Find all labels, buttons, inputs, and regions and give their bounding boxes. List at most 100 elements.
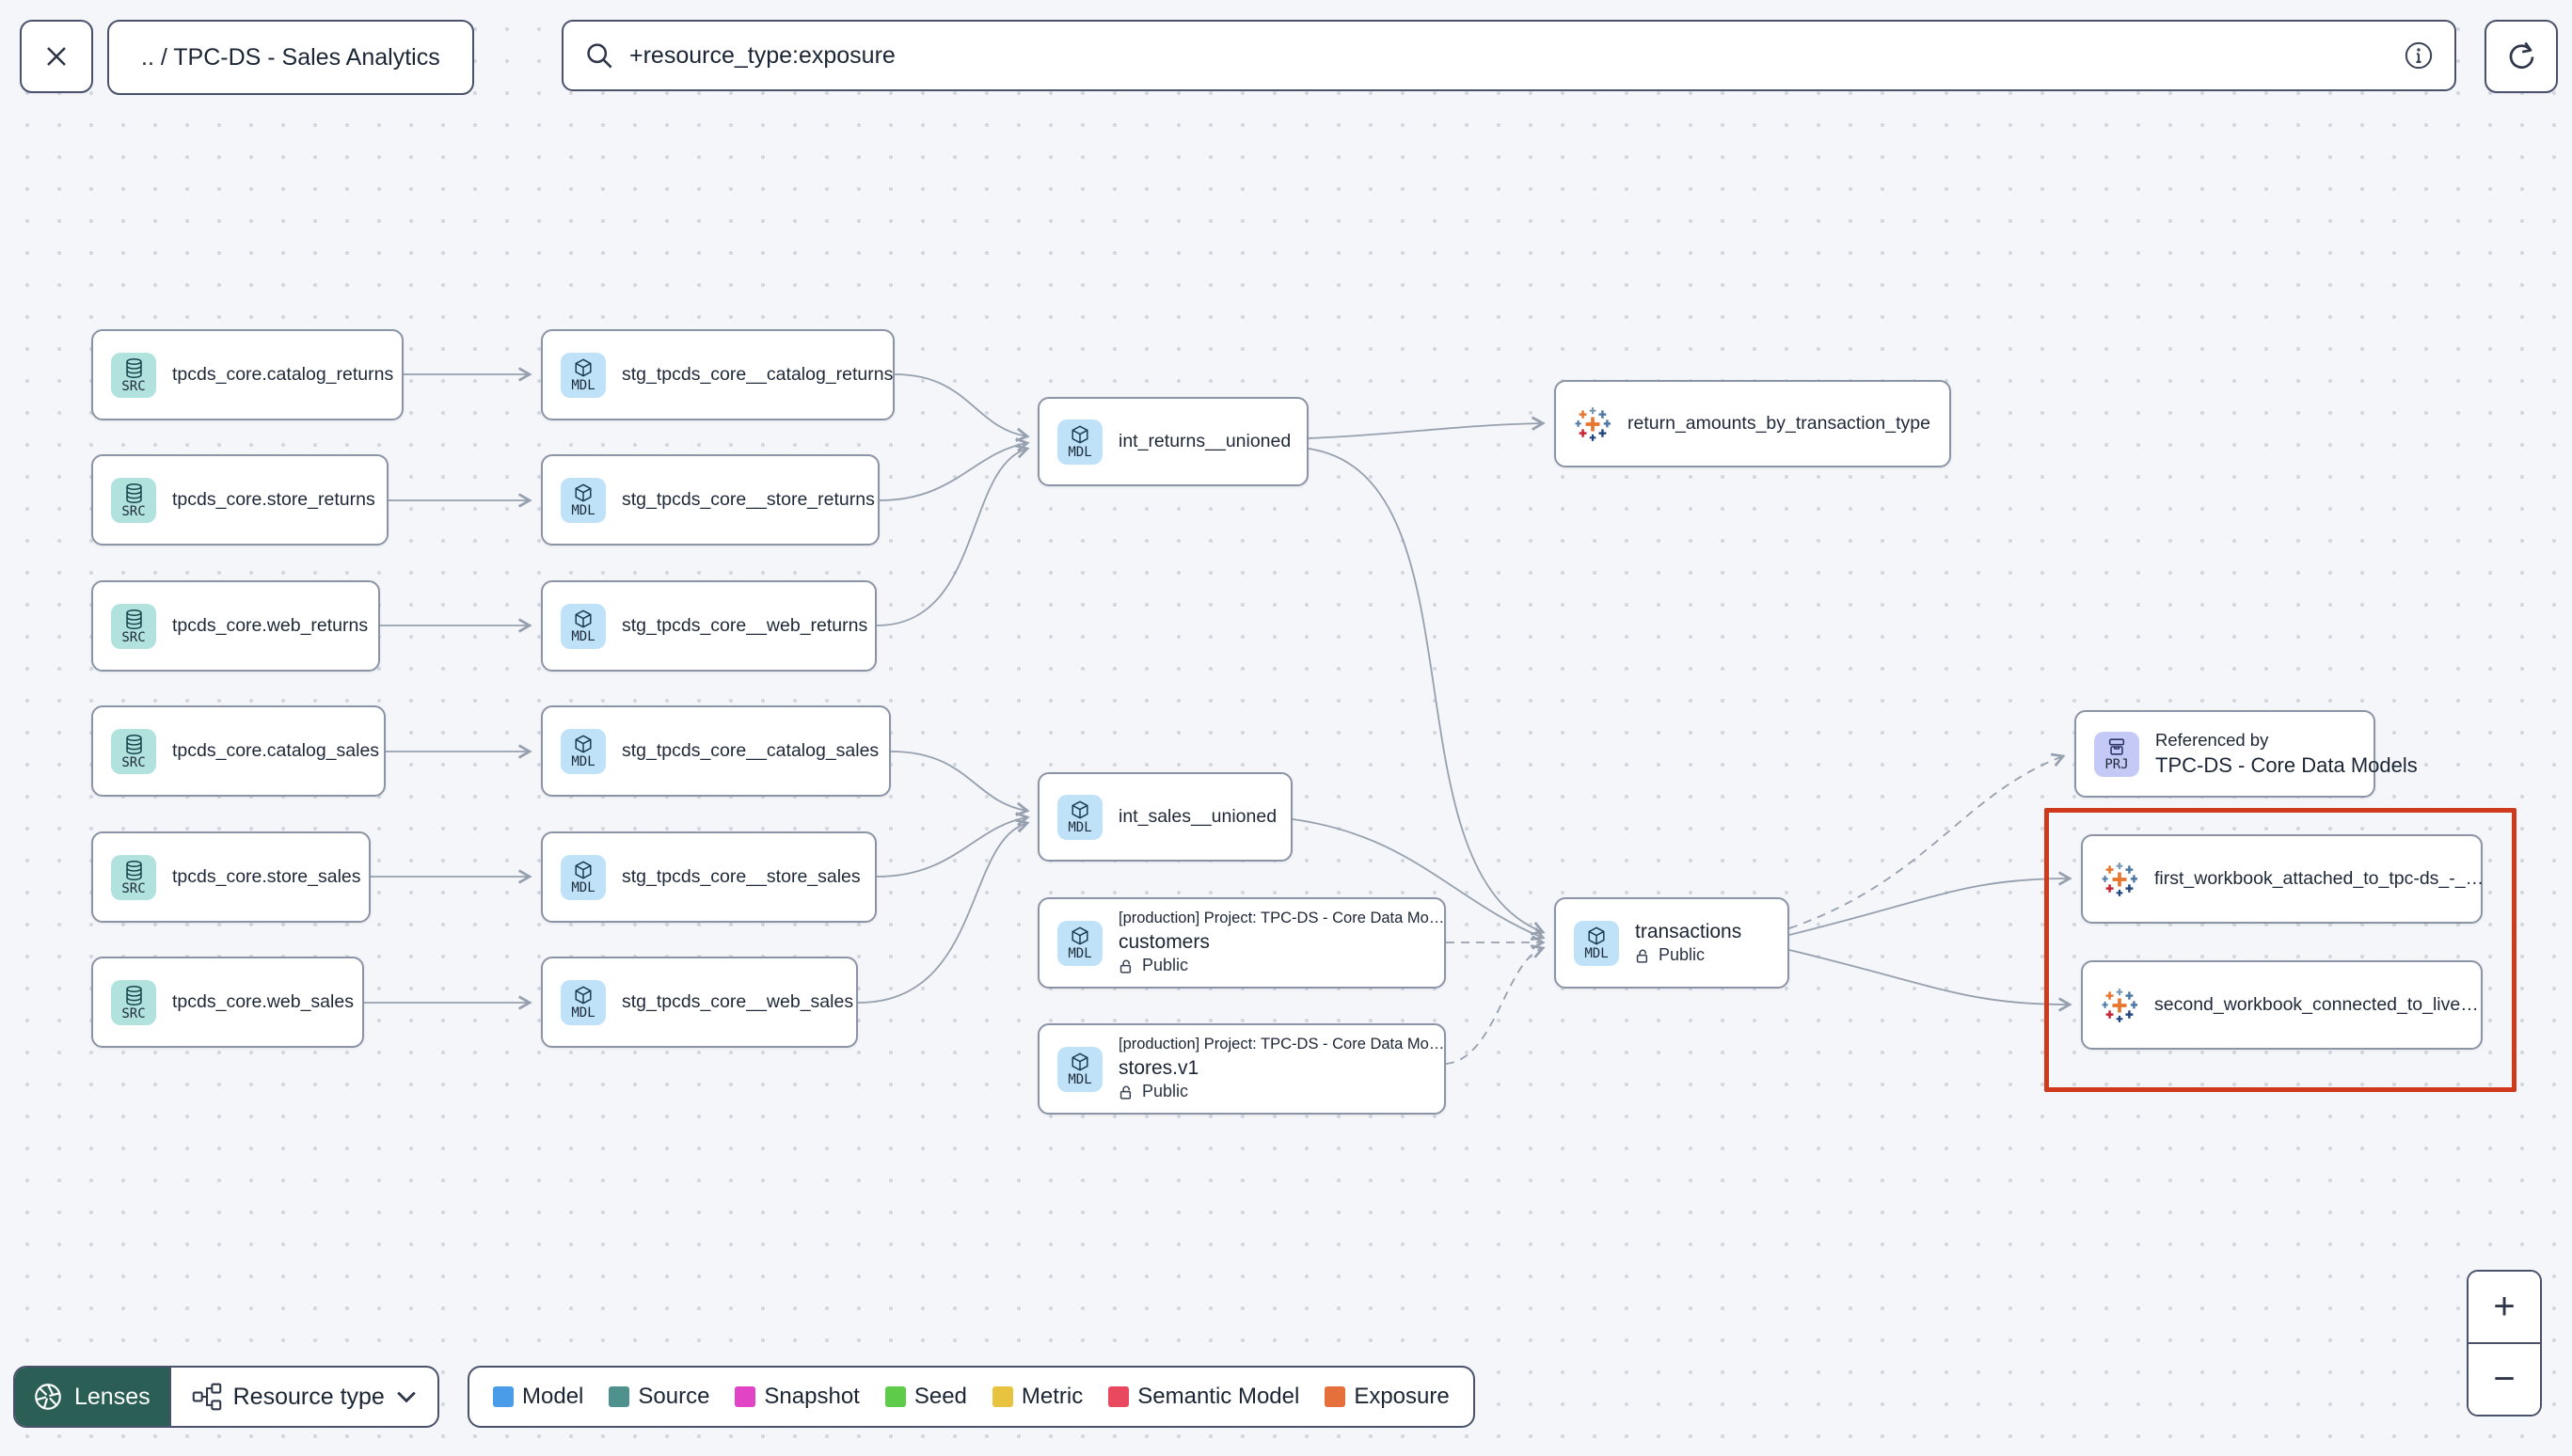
- metric-swatch: [992, 1386, 1013, 1407]
- database-icon: [124, 357, 144, 379]
- node-label: tpcds_core.web_returns: [172, 615, 369, 636]
- node-label: second_workbook_connected_to_live…: [2154, 994, 2479, 1015]
- node-label: stg_tpcds_core__web_sales: [622, 991, 854, 1012]
- search-bar[interactable]: [562, 20, 2456, 91]
- lenses-button[interactable]: Lenses: [15, 1368, 169, 1426]
- node-label: customers: [1119, 930, 1210, 953]
- node-project-referenced-by[interactable]: PRJ Referenced by TPC-DS - Core Data Mod…: [2074, 710, 2418, 798]
- resource-type-icon: [192, 1383, 221, 1411]
- node-model-stg-catalog-sales[interactable]: MDL stg_tpcds_core__catalog_sales: [541, 705, 891, 797]
- model-badge: MDL: [561, 854, 606, 900]
- search-input[interactable]: [627, 40, 2404, 71]
- seed-swatch: [884, 1386, 906, 1407]
- source-badge: SRC: [111, 979, 156, 1025]
- tableau-icon: [2101, 987, 2138, 1024]
- database-icon: [124, 483, 144, 504]
- node-model-int-sales-unioned[interactable]: MDL int_sales__unioned: [1038, 772, 1293, 862]
- close-icon: [47, 47, 66, 66]
- node-model-stg-web-sales[interactable]: MDL stg_tpcds_core__web_sales: [541, 957, 858, 1048]
- node-model-stg-web-returns[interactable]: MDL stg_tpcds_core__web_returns: [541, 580, 877, 672]
- resource-type-label: Resource type: [232, 1383, 385, 1410]
- info-icon[interactable]: [2404, 40, 2434, 71]
- source-swatch: [609, 1386, 630, 1407]
- tableau-icon: [2101, 861, 2138, 898]
- zoom-out-button[interactable]: −: [2469, 1344, 2540, 1415]
- model-badge: MDL: [1057, 920, 1103, 966]
- node-source-store-sales[interactable]: SRC tpcds_core.store_sales: [91, 831, 371, 923]
- lock-open-icon: [1119, 958, 1135, 974]
- node-label: transactions: [1635, 920, 1742, 942]
- cube-icon: [1070, 1052, 1090, 1072]
- database-icon: [124, 860, 144, 881]
- node-label: stg_tpcds_core__web_returns: [622, 615, 868, 636]
- node-source-catalog-sales[interactable]: SRC tpcds_core.catalog_sales: [91, 705, 386, 797]
- node-label: TPC-DS - Core Data Models: [2155, 753, 2418, 778]
- node-label: first_workbook_attached_to_tpc-ds_-_…: [2154, 868, 2485, 889]
- node-exposure-second-workbook[interactable]: second_workbook_connected_to_live…: [2081, 960, 2483, 1050]
- resource-type-dropdown[interactable]: Resource type: [168, 1368, 437, 1426]
- zoom-divider: [2469, 1342, 2540, 1344]
- legend-item-exposure: Exposure: [1325, 1384, 1450, 1410]
- lock-open-icon: [1635, 948, 1651, 964]
- exposure-swatch: [1325, 1386, 1346, 1407]
- node-source-catalog-returns[interactable]: SRC tpcds_core.catalog_returns: [91, 329, 404, 420]
- node-label: tpcds_core.store_returns: [172, 489, 375, 510]
- legend-item-seed: Seed: [884, 1384, 967, 1410]
- breadcrumb[interactable]: .. / TPC-DS - Sales Analytics: [107, 20, 474, 95]
- node-source-store-returns[interactable]: SRC tpcds_core.store_returns: [91, 454, 389, 546]
- node-model-transactions[interactable]: MDL transactions Public: [1554, 897, 1789, 989]
- node-label: int_sales__unioned: [1119, 806, 1278, 827]
- lens-aperture-icon: [35, 1384, 61, 1410]
- node-label: tpcds_core.catalog_returns: [172, 364, 394, 385]
- cube-icon: [573, 985, 594, 1005]
- node-source-web-sales[interactable]: SRC tpcds_core.web_sales: [91, 957, 364, 1048]
- lock-open-icon: [1119, 1084, 1135, 1100]
- database-icon: [124, 609, 144, 630]
- node-label: tpcds_core.store_sales: [172, 866, 361, 887]
- referenced-by-label: Referenced by: [2155, 729, 2269, 750]
- snapshot-swatch: [735, 1386, 756, 1407]
- node-model-int-returns-unioned[interactable]: MDL int_returns__unioned: [1038, 397, 1309, 486]
- database-icon: [124, 985, 144, 1006]
- node-model-stg-catalog-returns[interactable]: MDL stg_tpcds_core__catalog_returns: [541, 329, 895, 420]
- model-badge: MDL: [1057, 1046, 1103, 1092]
- cube-icon: [573, 860, 594, 880]
- model-badge: MDL: [561, 477, 606, 523]
- model-badge: MDL: [561, 979, 606, 1025]
- node-label: stg_tpcds_core__catalog_returns: [622, 364, 894, 385]
- node-model-stores-v1[interactable]: MDL [production] Project: TPC-DS - Core …: [1038, 1023, 1446, 1115]
- node-model-stg-store-returns[interactable]: MDL stg_tpcds_core__store_returns: [541, 454, 880, 546]
- cube-icon: [1070, 424, 1090, 445]
- refresh-button[interactable]: [2485, 20, 2558, 93]
- node-model-stg-store-sales[interactable]: MDL stg_tpcds_core__store_sales: [541, 831, 877, 923]
- node-label: return_amounts_by_transaction_type: [1627, 413, 1930, 434]
- lenses-control: Lenses Resource type: [13, 1366, 439, 1428]
- node-exposure-first-workbook[interactable]: first_workbook_attached_to_tpc-ds_-_…: [2081, 834, 2485, 924]
- archive-icon: [2106, 736, 2127, 757]
- legend-item-source: Source: [609, 1384, 709, 1410]
- node-project-label: [production] Project: TPC-DS - Core Data…: [1119, 1035, 1445, 1052]
- zoom-in-button[interactable]: +: [2469, 1272, 2540, 1342]
- legend-item-model: Model: [493, 1384, 583, 1410]
- node-label: stg_tpcds_core__catalog_sales: [622, 740, 880, 761]
- cube-icon: [573, 734, 594, 754]
- model-swatch: [493, 1386, 514, 1407]
- project-badge: PRJ: [2094, 731, 2139, 777]
- node-label: tpcds_core.catalog_sales: [172, 740, 380, 761]
- source-badge: SRC: [111, 477, 156, 523]
- lenses-label: Lenses: [74, 1383, 151, 1410]
- node-source-web-returns[interactable]: SRC tpcds_core.web_returns: [91, 580, 380, 672]
- close-button[interactable]: [20, 20, 93, 93]
- model-badge: MDL: [561, 603, 606, 649]
- chevron-down-icon: [397, 1391, 416, 1403]
- node-label: stg_tpcds_core__store_sales: [622, 866, 861, 887]
- source-badge: SRC: [111, 352, 156, 398]
- node-exposure-return-amounts[interactable]: return_amounts_by_transaction_type: [1554, 380, 1951, 467]
- access-label: Public: [1142, 1082, 1189, 1101]
- node-label: int_returns__unioned: [1119, 431, 1292, 451]
- node-model-customers[interactable]: MDL [production] Project: TPC-DS - Core …: [1038, 897, 1446, 989]
- cube-icon: [573, 609, 594, 629]
- source-badge: SRC: [111, 603, 156, 649]
- node-label: stores.v1: [1119, 1056, 1199, 1079]
